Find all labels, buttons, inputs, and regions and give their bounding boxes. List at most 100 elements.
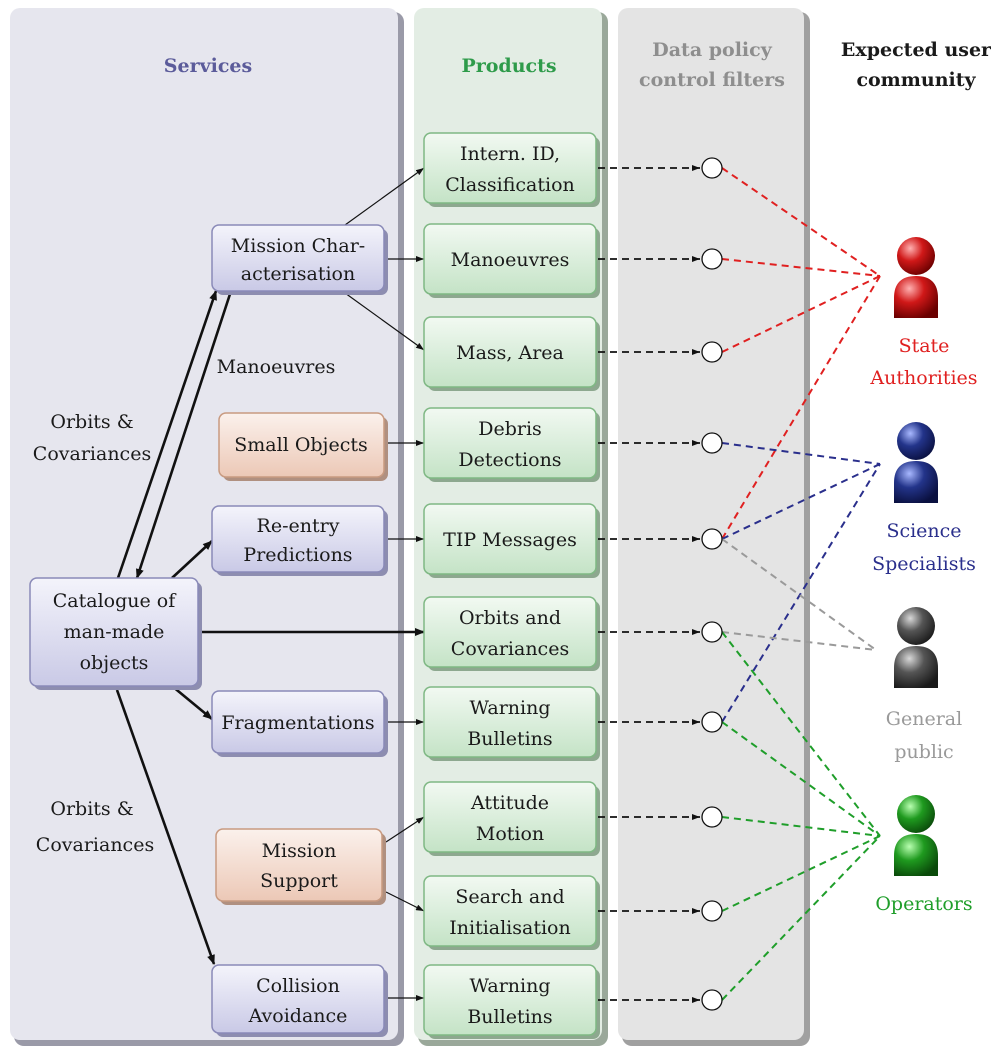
edge-mission-char-to-intern-id bbox=[344, 167, 425, 226]
manoeuvres-edge-label: Manoeuvres bbox=[217, 356, 336, 378]
product-label: Attitude bbox=[470, 792, 549, 814]
user-label-public: public bbox=[894, 741, 953, 763]
edge-catalogue-to-collision bbox=[115, 689, 216, 965]
user-group-public: General public bbox=[886, 607, 962, 763]
policy-link-operators bbox=[721, 835, 881, 912]
policy-filter-node[interactable] bbox=[701, 989, 723, 1011]
policy-filter-node[interactable] bbox=[701, 900, 723, 922]
user-label-science: Science bbox=[886, 520, 961, 542]
policy-filter-node[interactable] bbox=[701, 248, 723, 270]
catalogue-line2: man-made bbox=[64, 621, 165, 643]
mission-support-line1: Mission bbox=[262, 840, 337, 862]
user-red-icon bbox=[894, 237, 938, 318]
edge-labels: Orbits & Covariances Manoeuvres Orbits &… bbox=[33, 356, 336, 856]
policy-filter-node[interactable] bbox=[701, 711, 723, 733]
product-label: Initialisation bbox=[449, 917, 570, 939]
user-label-state: Authorities bbox=[869, 367, 977, 389]
product-label: Bulletins bbox=[467, 728, 552, 750]
orbits-cov-top-line1: Orbits & bbox=[50, 411, 133, 433]
user-blue-icon bbox=[894, 422, 938, 503]
policy-link-state bbox=[721, 275, 881, 540]
policy-filter-node[interactable] bbox=[701, 432, 723, 454]
service-boxes: Catalogue of man-made objects Mission Ch… bbox=[29, 224, 388, 1037]
user-label-public: General bbox=[886, 708, 962, 730]
policy-link-operators bbox=[721, 816, 881, 837]
product-label: Covariances bbox=[451, 638, 569, 660]
user-group-operators: Operators bbox=[875, 795, 973, 915]
user-label-operators: Operators bbox=[875, 893, 972, 915]
edges bbox=[115, 167, 425, 1001]
filters-title-line1: Data policy bbox=[652, 39, 772, 61]
product-label: Search and bbox=[455, 886, 564, 908]
reentry-line1: Re-entry bbox=[257, 515, 340, 537]
policy-filter-node[interactable] bbox=[701, 157, 723, 179]
users-title-line1: Expected user bbox=[841, 39, 991, 61]
policy-link-operators bbox=[721, 835, 881, 1001]
reentry-line2: Predictions bbox=[243, 544, 352, 566]
user-green-icon bbox=[894, 795, 938, 876]
mission-support-line2: Support bbox=[260, 870, 338, 892]
product-label: Warning bbox=[469, 975, 550, 997]
user-community: StateAuthoritiesScienceSpecialistsGenera… bbox=[869, 237, 978, 915]
collision-line1: Collision bbox=[256, 975, 340, 997]
product-label: Debris bbox=[478, 418, 542, 440]
service-collision-avoidance[interactable]: Collision Avoidance bbox=[211, 964, 388, 1037]
edge-mission-support-to-attitude bbox=[385, 816, 425, 843]
policy-filter-node[interactable] bbox=[701, 341, 723, 363]
edge-mission-char-to-mass bbox=[344, 292, 425, 351]
service-catalogue[interactable]: Catalogue of man-made objects bbox=[29, 577, 202, 690]
service-mission-characterisation[interactable]: Mission Char- acterisation bbox=[211, 224, 388, 295]
orbits-cov-top-line2: Covariances bbox=[33, 443, 151, 465]
mission-char-line2: acterisation bbox=[241, 263, 355, 285]
orbits-cov-bottom-line1: Orbits & bbox=[50, 798, 133, 820]
service-fragmentations[interactable]: Fragmentations bbox=[211, 690, 388, 757]
product-label: Orbits and bbox=[459, 607, 561, 629]
small-objects-label: Small Objects bbox=[234, 434, 367, 456]
service-small-objects[interactable]: Small Objects bbox=[218, 412, 388, 481]
collision-line2: Avoidance bbox=[248, 1005, 348, 1027]
product-label: Detections bbox=[458, 449, 561, 471]
policy-links bbox=[721, 167, 881, 1001]
user-label-state: State bbox=[899, 335, 950, 357]
policy-filter-node[interactable] bbox=[701, 528, 723, 550]
edge-catalogue-to-reentry bbox=[171, 540, 213, 579]
product-box[interactable]: Mass, Area bbox=[423, 316, 600, 391]
filters-panel-face bbox=[618, 8, 804, 1040]
policy-filter-node[interactable] bbox=[701, 806, 723, 828]
edge-catalogue-to-fragmentations bbox=[171, 684, 213, 721]
orbits-cov-bottom-line2: Covariances bbox=[36, 834, 154, 856]
user-gray-icon bbox=[894, 607, 938, 688]
product-label: Mass, Area bbox=[456, 342, 564, 364]
mission-char-line1: Mission Char- bbox=[231, 235, 365, 257]
fragmentations-label: Fragmentations bbox=[221, 712, 374, 734]
product-box[interactable]: TIP Messages bbox=[423, 503, 600, 578]
policy-link-state bbox=[721, 167, 881, 277]
policy-link-science bbox=[721, 442, 881, 465]
product-label: Motion bbox=[476, 823, 544, 845]
column-panels bbox=[10, 8, 810, 1046]
product-label: Bulletins bbox=[467, 1006, 552, 1028]
products-title: Products bbox=[461, 55, 556, 77]
product-boxes: Intern. ID,ClassificationManoeuvresMass,… bbox=[423, 132, 700, 1039]
product-box[interactable]: Intern. ID,Classification bbox=[423, 132, 600, 207]
policy-filter-node[interactable] bbox=[701, 621, 723, 643]
product-label: Warning bbox=[469, 697, 550, 719]
users-title-line2: community bbox=[856, 69, 976, 91]
service-mission-support[interactable]: Mission Support bbox=[215, 828, 386, 905]
policy-link-public bbox=[721, 631, 877, 651]
service-reentry-predictions[interactable]: Re-entry Predictions bbox=[211, 505, 388, 576]
edge-catalogue-to-mission-char bbox=[116, 290, 218, 579]
catalogue-line3: objects bbox=[80, 652, 149, 674]
product-box[interactable]: Manoeuvres bbox=[423, 223, 600, 298]
filter-circles bbox=[701, 157, 723, 1011]
product-label: Intern. ID, bbox=[460, 143, 560, 165]
